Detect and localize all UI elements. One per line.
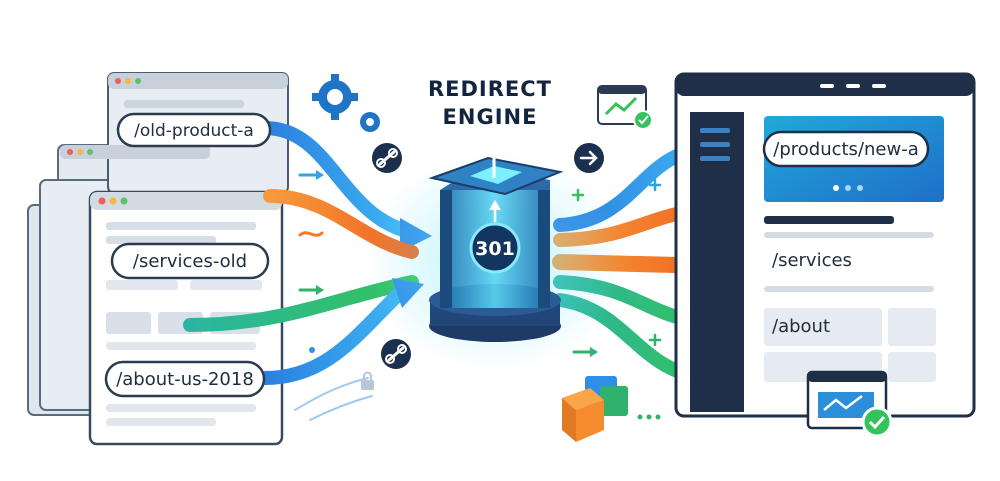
forward-arrow-icon bbox=[574, 143, 604, 173]
title-line-2: ENGINE bbox=[443, 105, 538, 129]
new-url-a-pill: /products/new-a bbox=[762, 130, 930, 168]
old-url-c: /about-us-2018 bbox=[116, 369, 254, 390]
old-url-a-pill: /old-product-a bbox=[116, 112, 272, 148]
title-line-1: REDIRECT bbox=[428, 77, 552, 101]
link-icon bbox=[372, 143, 402, 173]
engine-title: REDIRECT ENGINE bbox=[428, 77, 552, 129]
packages-icon bbox=[562, 376, 628, 442]
old-url-a: /old-product-a bbox=[134, 121, 254, 141]
decorative-marks bbox=[294, 170, 662, 421]
status-code-badge bbox=[469, 222, 521, 274]
link-icon bbox=[381, 339, 411, 369]
status-code-label: 301 bbox=[475, 238, 515, 260]
new-site-page bbox=[674, 72, 976, 418]
verified-window-icon bbox=[806, 370, 893, 438]
new-url-a: /products/new-a bbox=[773, 139, 918, 160]
new-url-c: /about bbox=[772, 316, 830, 337]
analytics-window-icon bbox=[597, 85, 653, 130]
gear-icon bbox=[312, 74, 380, 132]
new-url-b: /services bbox=[772, 250, 852, 271]
redirect-engine-tower: 301 bbox=[365, 144, 625, 372]
old-url-b: /services-old bbox=[133, 251, 247, 272]
lock-icon bbox=[361, 371, 374, 390]
old-url-c-pill: /about-us-2018 bbox=[104, 360, 266, 398]
sidebar bbox=[690, 112, 744, 412]
old-url-b-pill: /services-old bbox=[110, 242, 270, 280]
